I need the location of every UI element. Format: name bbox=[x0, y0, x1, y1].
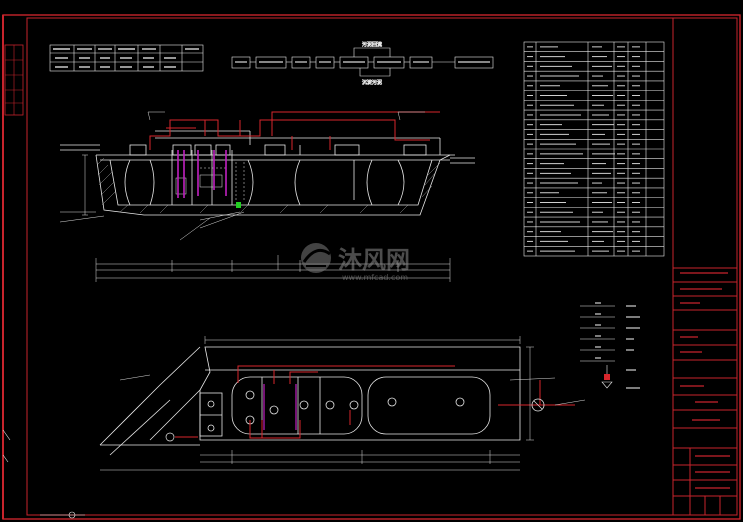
section-view bbox=[59, 111, 475, 282]
valve-symbol-icon bbox=[601, 365, 613, 389]
sheet-frame bbox=[2, 14, 741, 520]
watermark-logo-icon bbox=[301, 243, 331, 273]
edge-marks bbox=[2, 429, 85, 519]
equipment-table bbox=[523, 41, 665, 257]
pump-symbol-icon bbox=[531, 398, 545, 412]
watermark: 沐风网 www.mfcad.com bbox=[301, 243, 410, 282]
water-quality-table bbox=[49, 44, 204, 72]
watermark-brand: 沐风网 bbox=[338, 246, 410, 274]
title-block bbox=[672, 17, 738, 516]
flow-sludge-label: 沉淀污泥 bbox=[362, 79, 382, 86]
plan-view bbox=[99, 336, 586, 471]
flow-return-label: 污泥回流 bbox=[362, 41, 382, 48]
sample-point-marker bbox=[236, 202, 241, 208]
legend bbox=[580, 302, 640, 389]
watermark-url: www.mfcad.com bbox=[342, 273, 408, 282]
process-flow-diagram: 污泥回流 沉淀污泥 bbox=[231, 41, 494, 86]
